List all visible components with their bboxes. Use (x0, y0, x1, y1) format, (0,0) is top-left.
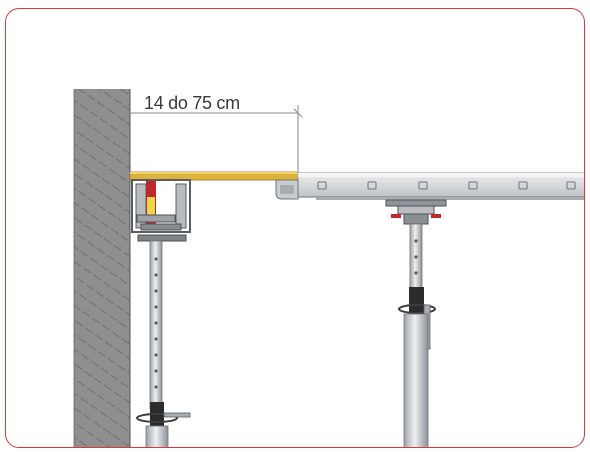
floor-prop-right (385, 199, 447, 447)
formwork-diagram: 14 do 75 cm (73, 89, 584, 447)
formwork-panel (275, 172, 584, 200)
wall-prop-left (131, 179, 191, 447)
diagram-frame: 14 do 75 cm (5, 8, 585, 448)
dimension-indicator: 14 do 75 cm (130, 93, 303, 179)
timber-beam (129, 171, 299, 181)
concrete-wall (73, 89, 131, 447)
dimension-label: 14 do 75 cm (144, 93, 240, 113)
